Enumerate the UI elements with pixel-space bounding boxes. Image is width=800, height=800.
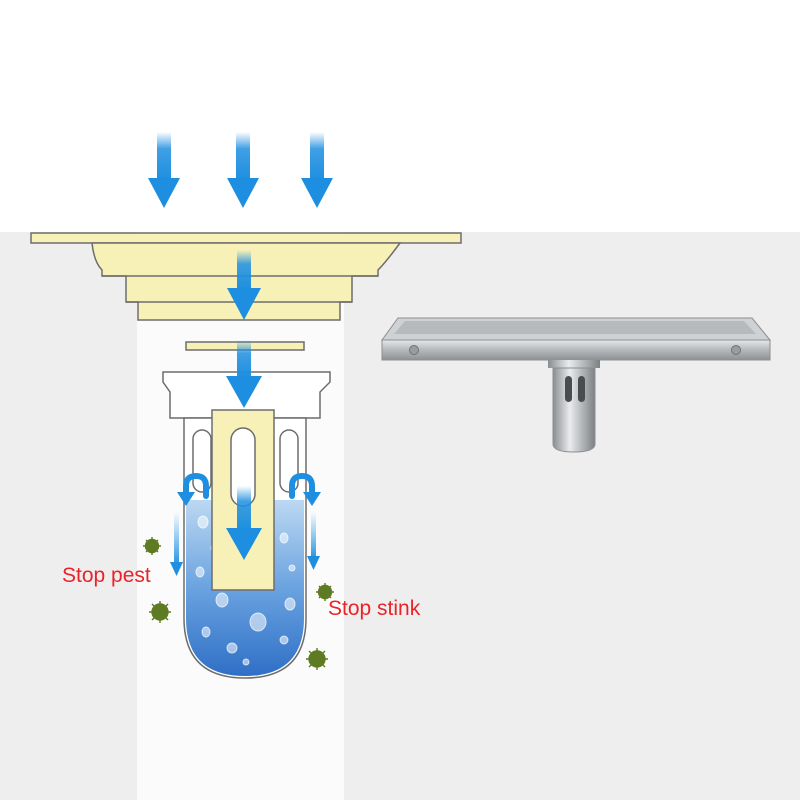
stop-pest-label: Stop pest <box>62 564 151 588</box>
down-arrow-icon <box>227 132 259 208</box>
background-lower <box>0 232 800 800</box>
down-arrow-icon <box>148 132 180 208</box>
pest-icon <box>149 601 171 623</box>
down-arrow-icon <box>301 132 333 208</box>
stop-stink-label: Stop stink <box>328 597 420 621</box>
pest-icon <box>306 648 328 670</box>
